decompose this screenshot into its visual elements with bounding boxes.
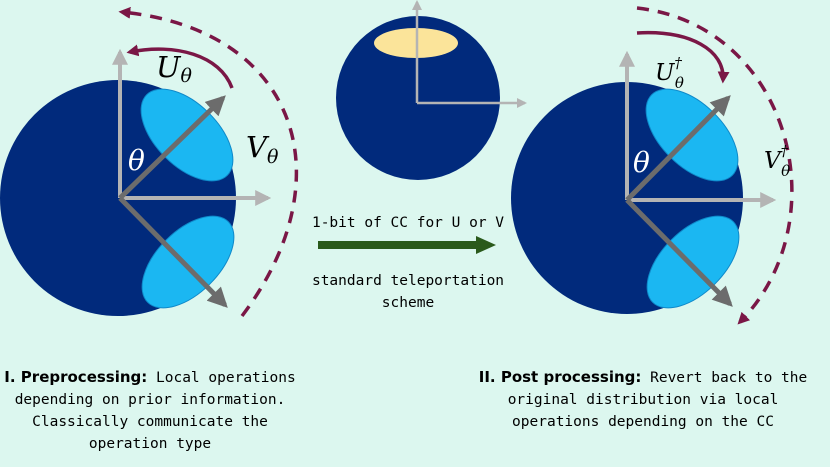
left-bloch-sphere: θ Uθ Vθ (0, 6, 299, 318)
cc-label: 1-bit of CC for U or V (312, 215, 504, 231)
left-theta-label: θ (128, 144, 145, 177)
right-lower-state-vector (625, 198, 733, 307)
left-v-label: Vθ (246, 130, 279, 168)
right-u-dagger-rotation-arrow (636, 30, 730, 84)
right-v-dagger-label: V†θ (764, 142, 790, 180)
left-u-rotation-arrow (126, 44, 234, 89)
preprocessing-text: Local operations depending on prior info… (14, 370, 296, 452)
middle-bloch-sphere (336, 0, 527, 180)
left-u-label: Uθ (156, 50, 192, 87)
scheme-label-line2: scheme (382, 295, 434, 311)
left-lower-state-vector (118, 196, 228, 308)
preprocessing-heading: I. Preprocessing: (4, 368, 148, 386)
classical-channel: 1-bit of CC for U or V standard teleport… (312, 215, 504, 311)
left-v-rotation-arrow (118, 6, 299, 318)
right-upper-state-vector (625, 95, 731, 202)
postprocessing-text: Revert back to the original distribution… (507, 370, 808, 430)
right-arrow-icon (476, 236, 496, 254)
preprocessing-caption: I. Preprocessing: Local operations depen… (0, 366, 300, 455)
left-upper-state-vector (118, 95, 226, 200)
postprocessing-heading: II. Post processing: (478, 368, 642, 386)
right-bloch-sphere: θ U†θ V†θ (511, 6, 794, 325)
right-lower-distribution-blob (646, 215, 740, 309)
left-lower-distribution-blob (141, 215, 235, 309)
right-theta-label: θ (633, 146, 650, 179)
scheme-label-line1: standard teleportation (312, 273, 504, 289)
right-u-dagger-label: U†θ (655, 54, 684, 92)
postprocessing-caption: II. Post processing: Revert back to the … (478, 366, 808, 433)
